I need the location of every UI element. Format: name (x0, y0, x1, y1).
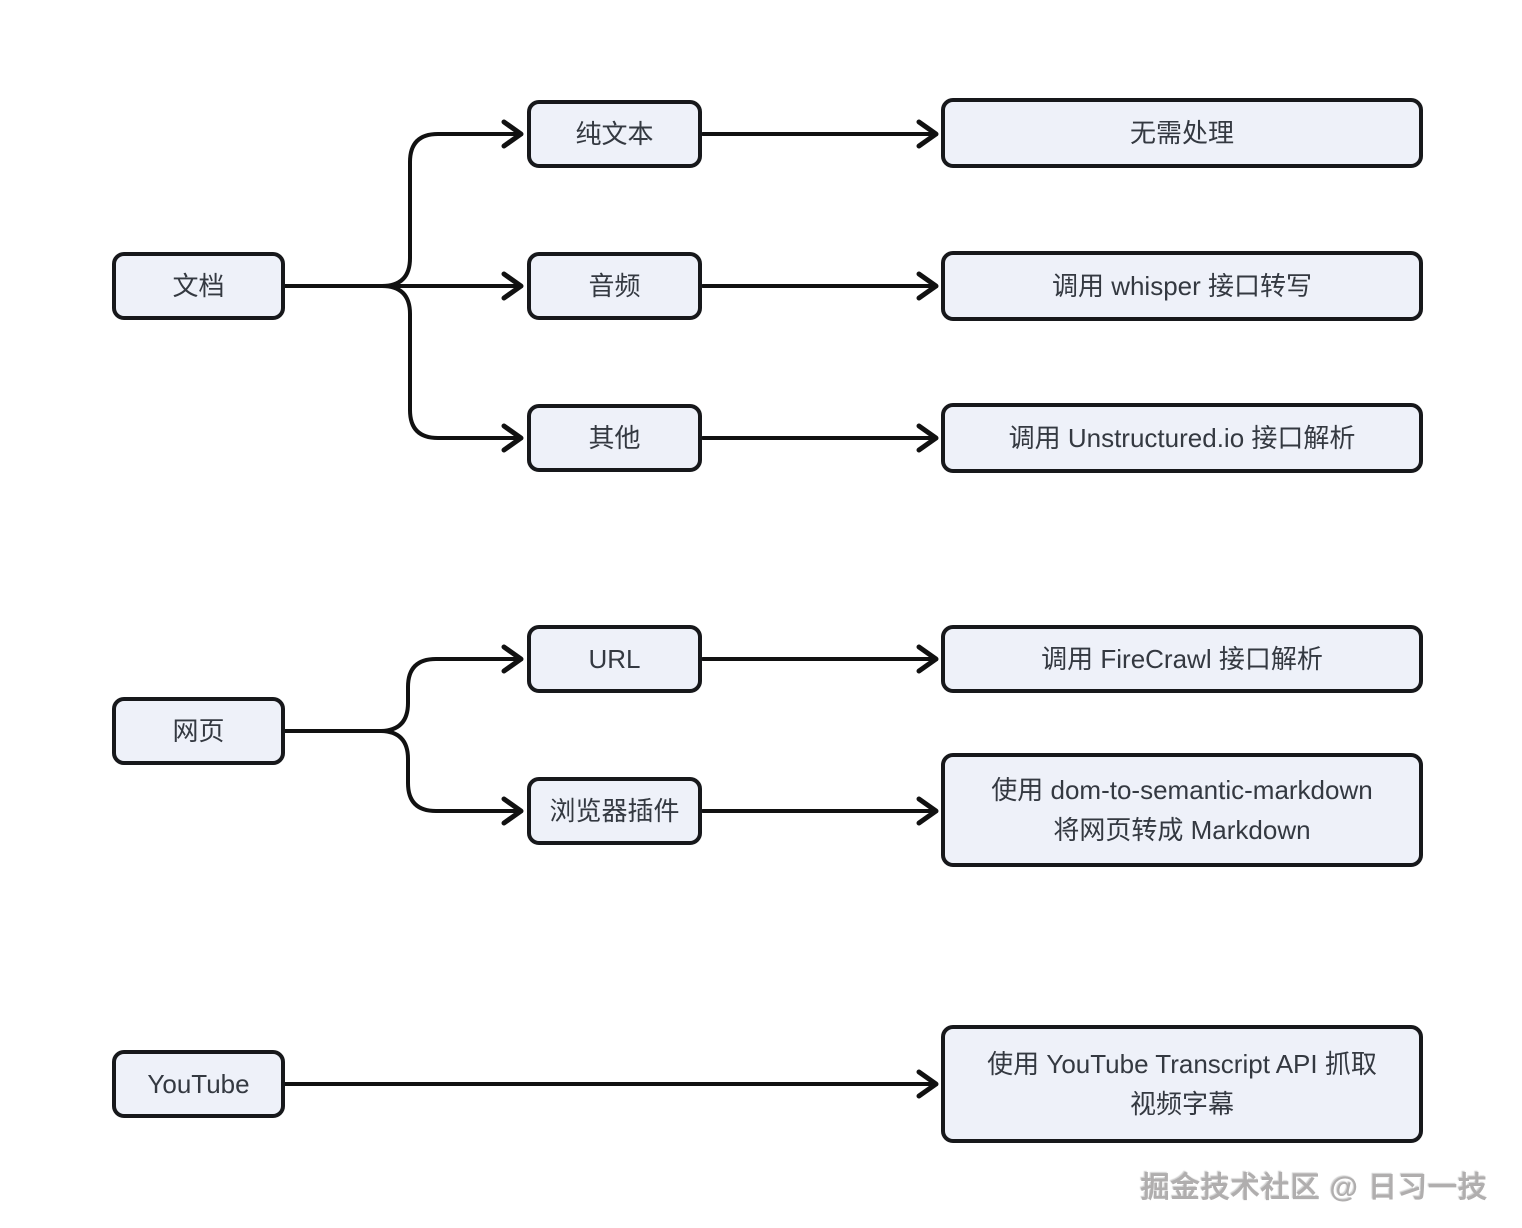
edge-webpage-browserplugin (283, 729, 524, 826)
node-webpage: 网页 (112, 697, 285, 765)
edge-audio-whisper (701, 271, 939, 301)
edge-webpage-url (283, 644, 524, 733)
edge-doc-plaintext (283, 119, 524, 288)
node-dom-to-semantic-markdown: 使用 dom-to-semantic-markdown 将网页转成 Markdo… (941, 753, 1423, 867)
node-youtube-transcript-api: 使用 YouTube Transcript API 抓取 视频字幕 (941, 1025, 1423, 1143)
node-no-processing: 无需处理 (941, 98, 1423, 168)
node-plain-text: 纯文本 (527, 100, 702, 168)
node-other: 其他 (527, 404, 702, 472)
node-document: 文档 (112, 252, 285, 320)
node-url: URL (527, 625, 702, 693)
edge-doc-other (283, 284, 524, 453)
node-audio: 音频 (527, 252, 702, 320)
edge-other-unstructured (701, 423, 939, 453)
edge-youtube-transcript (283, 1069, 939, 1099)
node-youtube: YouTube (112, 1050, 285, 1118)
node-browser-plugin: 浏览器插件 (527, 777, 702, 845)
edge-plaintext-noprocessing (701, 119, 939, 149)
node-firecrawl-parse: 调用 FireCrawl 接口解析 (941, 625, 1423, 693)
edge-browserplugin-domtomd (701, 796, 939, 826)
node-unstructured-parse: 调用 Unstructured.io 接口解析 (941, 403, 1423, 473)
edge-url-firecrawl (701, 644, 939, 674)
node-whisper-transcribe: 调用 whisper 接口转写 (941, 251, 1423, 321)
watermark-text: 掘金技术社区 @ 日习一技 (1140, 1172, 1488, 1204)
